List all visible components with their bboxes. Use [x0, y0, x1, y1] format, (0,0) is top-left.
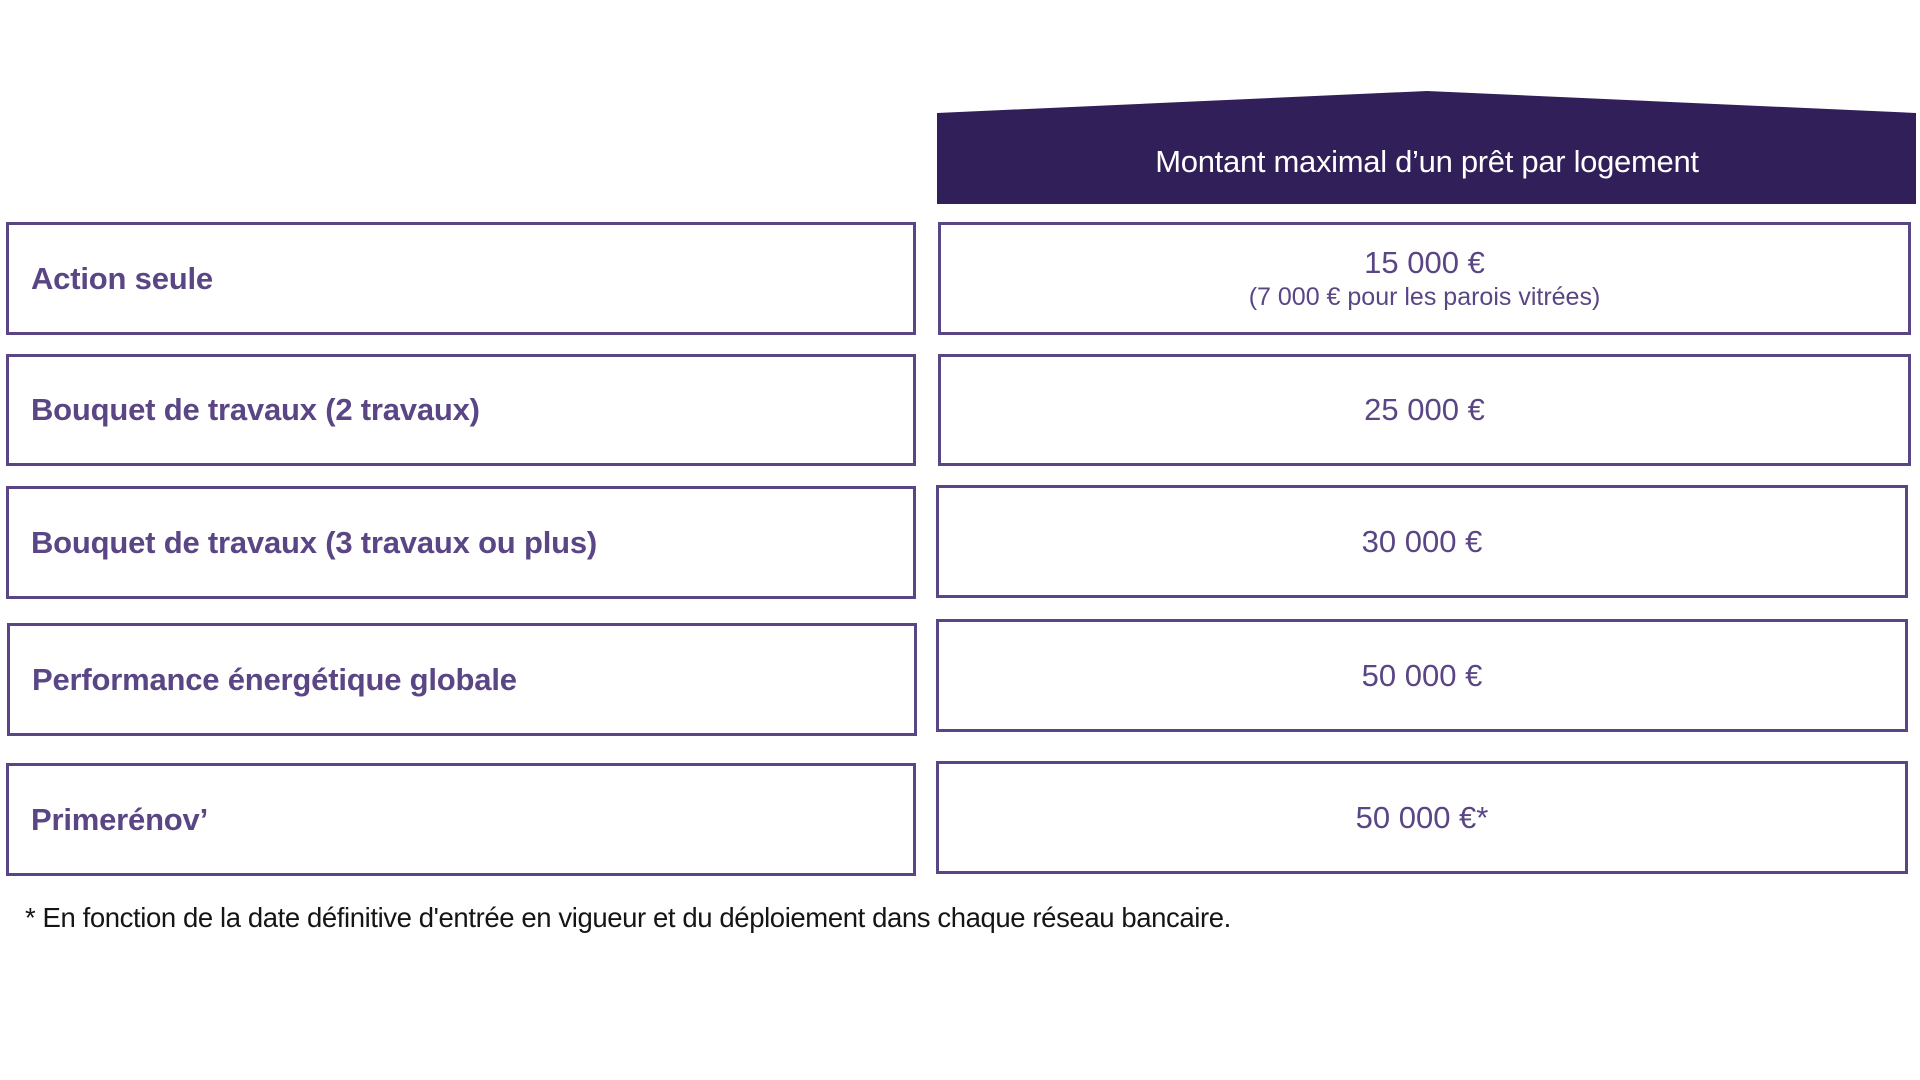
row-label-text: Bouquet de travaux (3 travaux ou plus) [31, 524, 598, 560]
row-value-note: (7 000 € pour les parois vitrées) [1248, 282, 1601, 311]
header-roof-shape [937, 91, 1916, 204]
column-header-title: Montant maximal d’un prêt par logement [1155, 144, 1699, 179]
row-value-action-seule: 15 000 € (7 000 € pour les parois vitrée… [938, 222, 1911, 335]
column-header: Montant maximal d’un prêt par logement [937, 90, 1917, 204]
row-label-text: Action seule [31, 260, 213, 296]
row-label-text: Primerénov’ [31, 801, 208, 837]
row-label-bouquet-2: Bouquet de travaux (2 travaux) [6, 354, 916, 466]
row-label-performance-globale: Performance énergétique globale [7, 623, 917, 736]
row-value-bouquet-2: 25 000 € [938, 354, 1911, 466]
row-value-text: 50 000 € [1361, 657, 1483, 693]
row-label-primerenov: Primerénov’ [6, 763, 916, 876]
row-label-text: Bouquet de travaux (2 travaux) [31, 392, 480, 427]
row-label-text: Performance énergétique globale [32, 661, 517, 697]
row-value-text: 25 000 € [1364, 392, 1485, 427]
row-value-bouquet-3: 30 000 € [936, 485, 1908, 598]
row-value-text: 15 000 € [1364, 244, 1485, 280]
footnote: * En fonction de la date définitive d'en… [25, 902, 1231, 933]
row-label-action-seule: Action seule [6, 222, 916, 335]
row-value-text: 30 000 € [1361, 523, 1483, 559]
row-value-primerenov: 50 000 €* [936, 761, 1908, 874]
row-value-text: 50 000 €* [1355, 799, 1489, 835]
row-value-performance-globale: 50 000 € [936, 619, 1908, 732]
row-label-bouquet-3: Bouquet de travaux (3 travaux ou plus) [6, 486, 916, 599]
